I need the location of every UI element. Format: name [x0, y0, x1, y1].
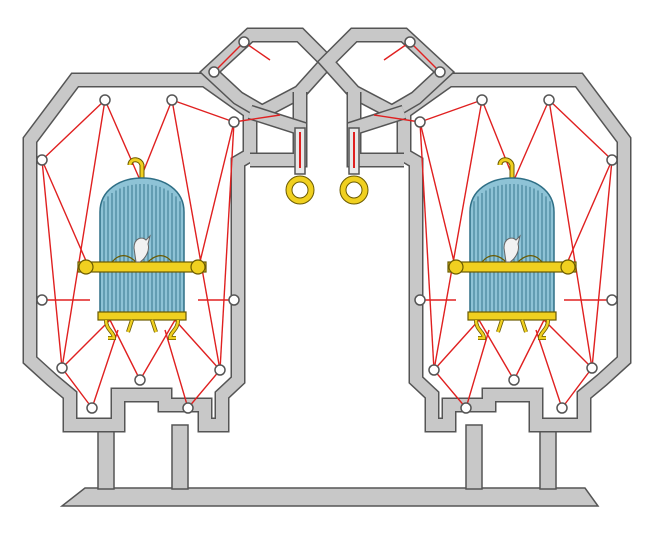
hook-loop: [508, 374, 520, 386]
hook-loop: [56, 362, 68, 374]
hook-loop: [182, 402, 194, 414]
suspension-wire: [41, 159, 91, 271]
suspension-wire: [433, 319, 480, 371]
hook-loop: [428, 364, 440, 376]
suspension-wire: [61, 319, 111, 369]
hook-loop: [543, 94, 555, 106]
left-leg-outer: [97, 424, 115, 490]
left-birdcage: [77, 157, 207, 340]
suspension-wire: [219, 121, 235, 371]
cage-base-ring: [467, 311, 557, 321]
suspension-wire: [481, 99, 515, 181]
suspension-wire: [548, 99, 613, 161]
hook-loop: [460, 402, 472, 414]
suspension-wire: [171, 99, 235, 123]
suspension-wire: [213, 41, 245, 73]
suspension-wire: [139, 319, 176, 381]
cage-feet: [104, 319, 180, 340]
hook-loop: [606, 294, 618, 306]
suspension-wire: [409, 41, 441, 73]
suspension-wire: [591, 159, 613, 369]
suspension-wire: [478, 319, 515, 381]
left-suspension-wires: [41, 41, 281, 409]
hook-loop: [414, 294, 426, 306]
hook-loop: [404, 36, 416, 48]
hook-loop: [36, 294, 48, 306]
suspension-wire: [171, 99, 221, 371]
suspension-wire: [513, 319, 545, 381]
suspension-wire: [419, 121, 457, 271]
frame-hook-loops: [36, 36, 618, 414]
right-leg-inner: [465, 424, 483, 490]
suspension-wire: [535, 329, 563, 409]
ring-icon: [286, 176, 314, 204]
cage-base-ring: [97, 311, 187, 321]
hook-loop: [228, 116, 240, 128]
right-leg-outer: [539, 424, 557, 490]
cage-crossbar: [77, 255, 207, 275]
suspension-wire: [61, 367, 93, 409]
hook-loop: [208, 66, 220, 78]
suspension-wire: [419, 121, 435, 371]
hook-loop: [228, 294, 240, 306]
hook-loop: [238, 36, 250, 48]
suspension-wire: [197, 121, 235, 271]
bird-icon: [503, 234, 521, 263]
right-hanging-ring: [339, 127, 369, 205]
suspension-wire: [419, 99, 483, 123]
suspension-wire: [373, 114, 421, 123]
suspension-wire: [91, 329, 119, 409]
hook-loop: [36, 154, 48, 166]
suspension-wire: [465, 329, 490, 409]
cage-feet: [474, 319, 550, 340]
base-plinth: [59, 487, 600, 507]
hook-loop: [556, 402, 568, 414]
left-hanging-ring: [285, 127, 315, 205]
suspension-wire: [543, 319, 593, 369]
suspension-wire: [41, 159, 63, 369]
bird-icon: [133, 234, 151, 263]
left-leg-inner: [171, 424, 189, 490]
hook-loop: [414, 116, 426, 128]
suspension-wire: [433, 369, 467, 409]
hook-loop: [99, 94, 111, 106]
suspension-wire: [433, 99, 483, 371]
hook-loop: [586, 362, 598, 374]
hook-loop: [86, 402, 98, 414]
suspension-wire: [187, 369, 221, 409]
suspension-wire: [548, 99, 593, 369]
ring-icon: [340, 176, 368, 204]
suspension-wire: [561, 367, 593, 409]
suspension-wire: [139, 99, 173, 181]
hook-loop: [434, 66, 446, 78]
hook-loop: [214, 364, 226, 376]
cage-crossbar: [447, 255, 577, 275]
hook-loop: [134, 374, 146, 386]
suspension-wire: [563, 159, 613, 271]
suspension-wire: [174, 319, 221, 371]
suspension-wire: [233, 114, 281, 123]
suspension-wire: [513, 99, 550, 181]
hook-loop: [606, 154, 618, 166]
hook-loop: [476, 94, 488, 106]
suspension-wire: [104, 99, 141, 181]
suspension-wire: [109, 319, 141, 381]
suspension-wire: [61, 99, 106, 369]
suspension-wire: [164, 329, 189, 409]
suspension-wire: [41, 99, 106, 161]
right-birdcage: [447, 157, 577, 340]
hook-loop: [166, 94, 178, 106]
